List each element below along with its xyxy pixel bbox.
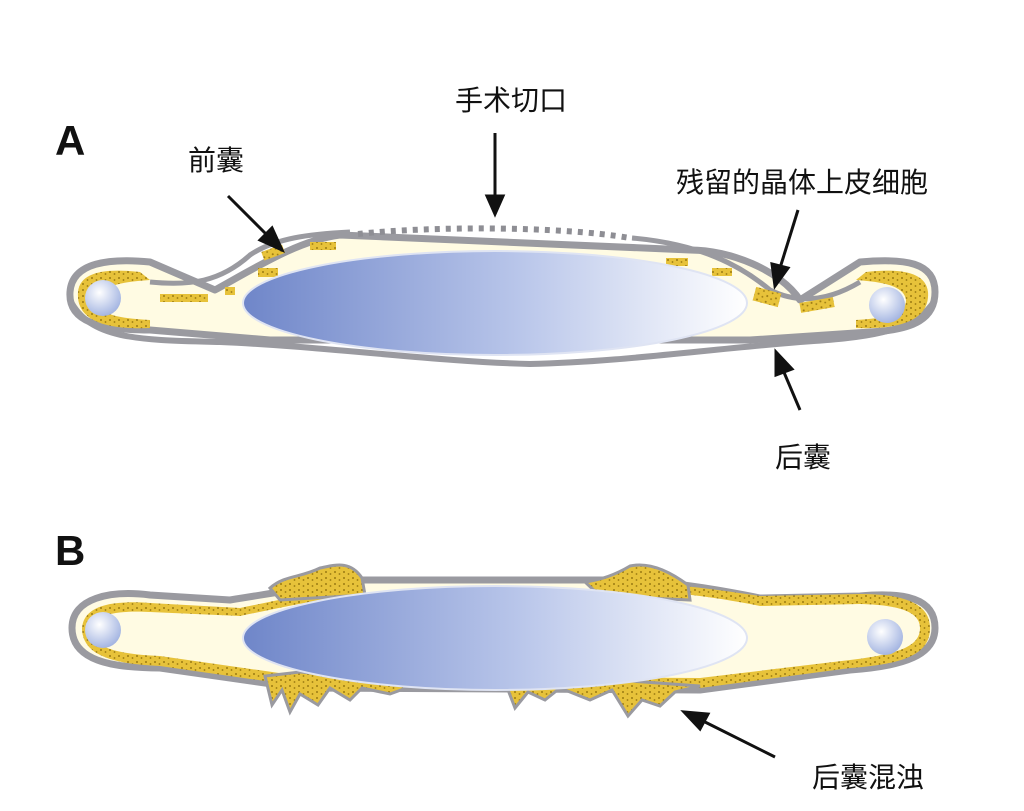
- anterior-capsule-left: [149, 229, 351, 286]
- label-posterior-capsule: 后囊: [775, 441, 831, 474]
- haptic-left: [85, 280, 121, 316]
- panel-b: B 后囊混浊: [55, 527, 939, 794]
- label-incision: 手术切口: [455, 84, 567, 117]
- haptic-right-b: [867, 619, 903, 655]
- surgical-incision: [357, 225, 631, 241]
- haptic-left-b: [85, 612, 121, 648]
- iol-optic-b: [242, 585, 748, 691]
- label-residual-cells: 残留的晶体上皮细胞: [676, 166, 928, 199]
- label-anterior-capsule: 前囊: [188, 144, 244, 177]
- label-pco: 后囊混浊: [812, 761, 924, 794]
- iol-optic: [242, 250, 748, 356]
- panel-b-letter: B: [55, 527, 85, 574]
- haptic-right: [869, 287, 905, 323]
- panel-a: A: [55, 84, 939, 474]
- residual-epithelial-cells: [160, 242, 835, 313]
- anterior-capsule-right: [631, 235, 862, 302]
- panel-a-letter: A: [55, 117, 85, 164]
- posterior-capsule: [67, 298, 938, 368]
